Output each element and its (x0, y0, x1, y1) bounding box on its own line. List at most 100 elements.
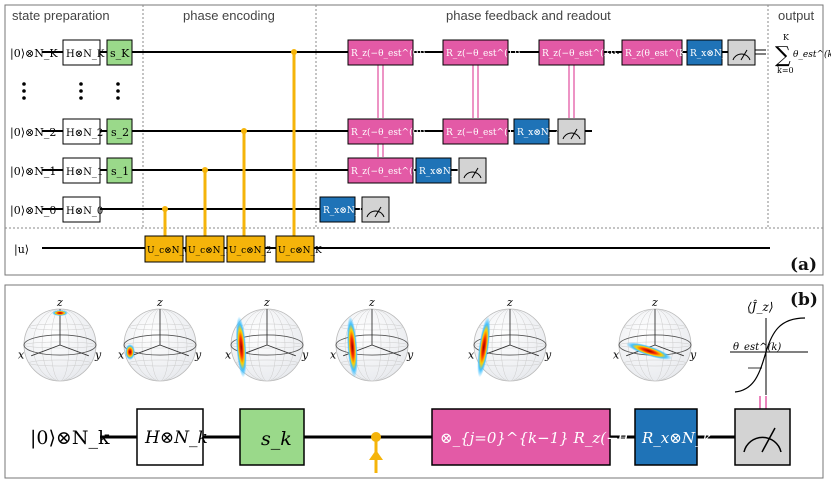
section-title: state preparation (12, 8, 110, 23)
axis-label-z: z (368, 296, 375, 309)
axis-label-x: x (225, 349, 232, 362)
phase-gates: R_z(−θ_est^(0)) R_z(−θ_est^(1)) R_z(−θ_e… (347, 39, 706, 184)
axis-label-y: y (689, 349, 697, 362)
axis-label-y: y (301, 349, 309, 362)
axis-label-y: y (194, 349, 202, 362)
section-title: phase encoding (183, 8, 275, 23)
bloch-sphere: z x y (468, 296, 552, 382)
gate-label: R_z(−θ_est^(1)) (446, 127, 520, 138)
axis-label-z: z (263, 296, 270, 309)
panel-b: (b) z x y z x y z x y z x y z x y z x y ⟨Ĵ_z⟩ θ_est^(k) |… (4, 284, 824, 479)
gate-label: R_z(−θ_est^(0)) (351, 48, 425, 59)
s-gates: s_K s_2 s_1 (106, 39, 133, 184)
output-sum: K ∑ k=0 θ_est^(k) (755, 33, 831, 75)
state-distribution (626, 342, 672, 360)
control-input (369, 432, 383, 473)
axis-label-z: z (506, 296, 513, 309)
input-label: |u⟩ (14, 243, 29, 257)
response-curve (734, 317, 806, 393)
curve-label: θ_est^(k) (733, 342, 781, 353)
section-title: output (778, 8, 815, 23)
svg-text:⋯: ⋯ (266, 241, 278, 255)
bloch-sphere: z x y (225, 296, 309, 382)
gate-label: R_x⊗N_0 (323, 206, 365, 216)
axis-label-x: x (468, 349, 475, 362)
panel-b-frame (4, 284, 824, 479)
meter-icon (727, 39, 756, 66)
axis-label-z: z (651, 296, 658, 309)
controlled-unitaries: U_c⊗N_0 U_c⊗N_1 U_c⊗N_2 ⋯ U_c⊗N_K (144, 49, 322, 263)
state-distribution (346, 316, 358, 378)
svg-text:R_x⊗N_k: R_x⊗N_k (641, 429, 712, 447)
meter-icon (458, 157, 487, 184)
svg-text:H⊗N_k: H⊗N_k (144, 428, 208, 448)
bloch-sphere: z x y (330, 296, 414, 382)
svg-text:s_k: s_k (261, 428, 292, 450)
gate-label: s_1 (111, 165, 129, 178)
bloch-spheres: z x y z x y z x y z x y z x y z x y (18, 296, 697, 382)
axis-label-x: x (118, 349, 125, 362)
rx-gates: R_x⊗N_K R_x⊗N_2 R_x⊗N_1 R_x⊗N_0 (319, 39, 733, 223)
state-distribution (125, 344, 135, 360)
bloch-sphere: z x y (18, 296, 102, 382)
classical-links (377, 65, 575, 157)
state-distribution (52, 310, 68, 316)
gate-label: R_x⊗N_1 (419, 167, 461, 177)
gate-label: H⊗N_1 (66, 167, 103, 178)
svg-text:θ_est^(k): θ_est^(k) (793, 49, 831, 60)
svg-text:⋯: ⋯ (608, 46, 620, 60)
s-gate: s_k (239, 408, 305, 466)
axis-label-x: x (613, 349, 620, 362)
gate-label: s_2 (111, 126, 129, 139)
gate-label: U_c⊗N_0 (147, 246, 190, 256)
axis-label-y: y (94, 349, 102, 362)
bloch-sphere: z x y (118, 296, 202, 382)
gate-label: R_z(−θ_est^(2)) (542, 48, 616, 59)
meter-icon (557, 118, 586, 145)
bloch-sphere: z x y (613, 296, 697, 382)
gate-label: R_z(θ_est^(K−1)) (625, 48, 706, 59)
input-label: |0⟩⊗N_K (10, 47, 58, 61)
axis-label-x: x (18, 349, 25, 362)
svg-text:⊗_{j=0}^{k−1} R_z(−θ_est^(j)): ⊗_{j=0}^{k−1} R_z(−θ_est^(j)) (440, 429, 693, 447)
axis-label-x: x (330, 349, 337, 362)
feedback-gate: ⊗_{j=0}^{k−1} R_z(−θ_est^(j)) (431, 408, 693, 466)
input-label: |0⟩⊗N_k (30, 427, 110, 449)
axis-label-y: y (406, 349, 414, 362)
expectation-plot: ⟨Ĵ_z⟩ θ_est^(k) (730, 299, 808, 395)
gate-label: H⊗N_K (66, 49, 105, 60)
svg-text:k=0: k=0 (777, 66, 794, 75)
gate-label: R_x⊗N_K (690, 49, 733, 59)
vertical-ellipsis (22, 82, 120, 100)
axis-label-y: y (544, 349, 552, 362)
gate-label: s_K (110, 47, 130, 60)
hadamard-gates: H⊗N_K H⊗N_2 H⊗N_1 H⊗N_0 (62, 39, 105, 223)
axis-label-z: z (56, 296, 63, 309)
input-label: |0⟩⊗N_0 (10, 204, 56, 218)
panel-a-frame (4, 4, 824, 276)
gate-label: R_z(−θ_est^(0)) (351, 127, 425, 138)
gate-label: U_c⊗N_2 (229, 246, 272, 256)
gate-label: H⊗N_2 (66, 128, 103, 139)
rx-gate: R_x⊗N_k (634, 408, 712, 466)
input-label: |0⟩⊗N_2 (10, 126, 56, 140)
panel-label: (b) (790, 290, 818, 310)
panel-label: (a) (790, 255, 817, 275)
hadamard-gate: H⊗N_k (136, 408, 208, 466)
meter-icon (734, 396, 791, 466)
axis-label-z: z (156, 296, 163, 309)
gate-label: R_z(−θ_est^(1)) (446, 48, 520, 59)
section-title: phase feedback and readout (446, 8, 611, 23)
svg-text:K: K (783, 33, 790, 42)
gate-label: R_z(−θ_est^(0)) (351, 166, 425, 177)
svg-text:∑: ∑ (775, 43, 791, 68)
state-distribution (235, 316, 247, 378)
panel-a: state preparation phase encoding phase f… (4, 4, 831, 276)
plot-ylabel: ⟨Ĵ_z⟩ (747, 299, 774, 314)
input-label: |0⟩⊗N_1 (10, 165, 56, 179)
meter-icon (361, 196, 390, 223)
gate-label: H⊗N_0 (66, 206, 103, 217)
gate-label: R_x⊗N_2 (517, 128, 559, 138)
gate-label: U_c⊗N_K (278, 246, 322, 256)
